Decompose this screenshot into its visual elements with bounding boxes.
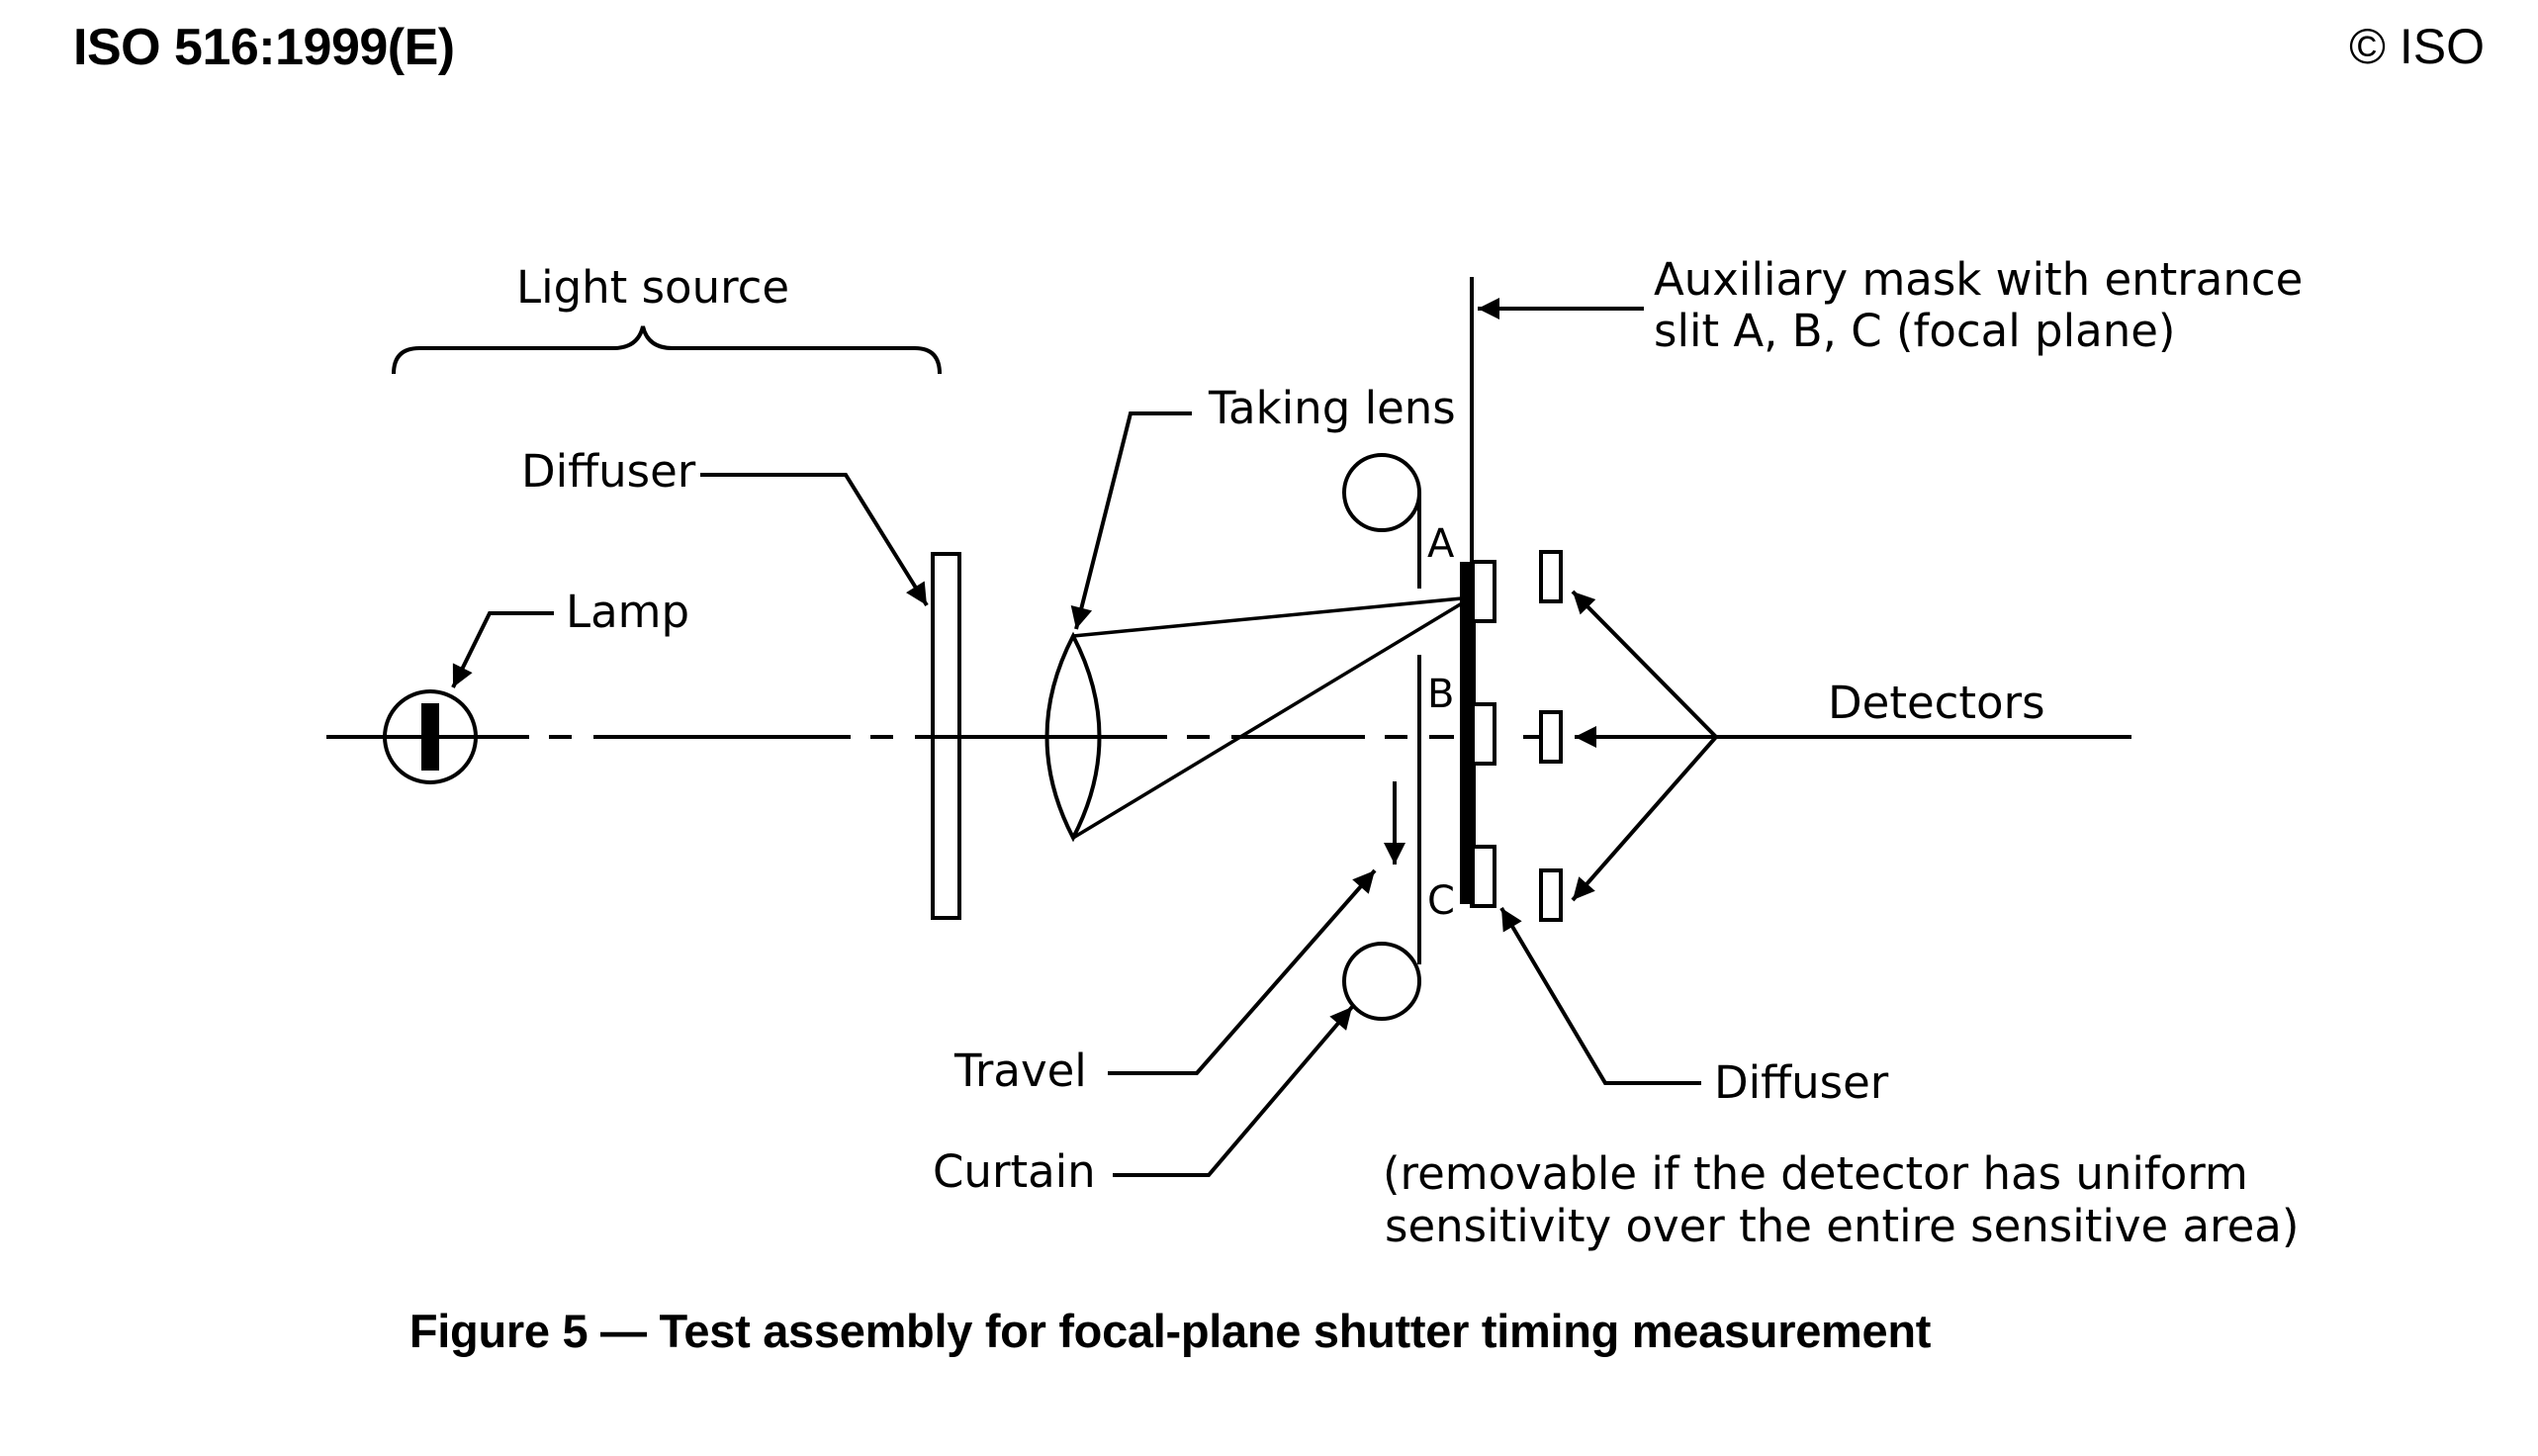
aux-mask-label-line1: Auxiliary mask with entrance — [1654, 253, 2303, 306]
lamp-label: Lamp — [566, 586, 689, 638]
lamp-leader — [451, 611, 554, 688]
slit-a-label: A — [1427, 521, 1455, 567]
light-source-label: Light source — [516, 261, 789, 314]
document-standard-id: ISO 516:1999(E) — [73, 19, 455, 76]
taking-lens-label: Taking lens — [1208, 382, 1456, 434]
detectors-leaders — [1571, 590, 1718, 902]
diffuser-plate — [931, 552, 961, 920]
detectors-label: Detectors — [1828, 677, 2045, 729]
slit-a — [1471, 560, 1496, 623]
note-line1: (removable if the detector has uniform — [1383, 1147, 2248, 1200]
note-line2: sensitivity over the entire sensitive ar… — [1385, 1200, 2299, 1252]
travel-label: Travel — [953, 1045, 1087, 1097]
curtain-label: Curtain — [933, 1145, 1096, 1198]
shutter-curtain — [1342, 453, 1421, 1021]
light-rays — [1072, 595, 1473, 840]
lamp-icon — [383, 689, 478, 784]
travel-leader — [1108, 868, 1377, 1075]
aux-mask-label-line2: slit A, B, C (focal plane) — [1654, 305, 2175, 357]
detectors-icon — [1539, 550, 1563, 922]
copyright-notice: © ISO — [2349, 19, 2485, 74]
diffuser-left-leader — [700, 473, 929, 607]
diffuser-right-leader — [1499, 906, 1701, 1085]
slit-c — [1471, 845, 1496, 908]
diffuser-left-label: Diffuser — [521, 445, 696, 498]
slit-b-label: B — [1427, 672, 1454, 717]
taking-lens-leader — [1070, 411, 1192, 630]
slit-c-label: C — [1427, 878, 1455, 924]
figure-caption: Figure 5 — Test assembly for focal-plane… — [408, 1305, 1932, 1357]
light-source-brace — [392, 325, 942, 375]
diffuser-right-label: Diffuser — [1714, 1056, 1889, 1109]
curtain-leader — [1113, 1005, 1354, 1177]
auxiliary-mask — [1460, 560, 1496, 908]
slit-b — [1471, 702, 1496, 766]
